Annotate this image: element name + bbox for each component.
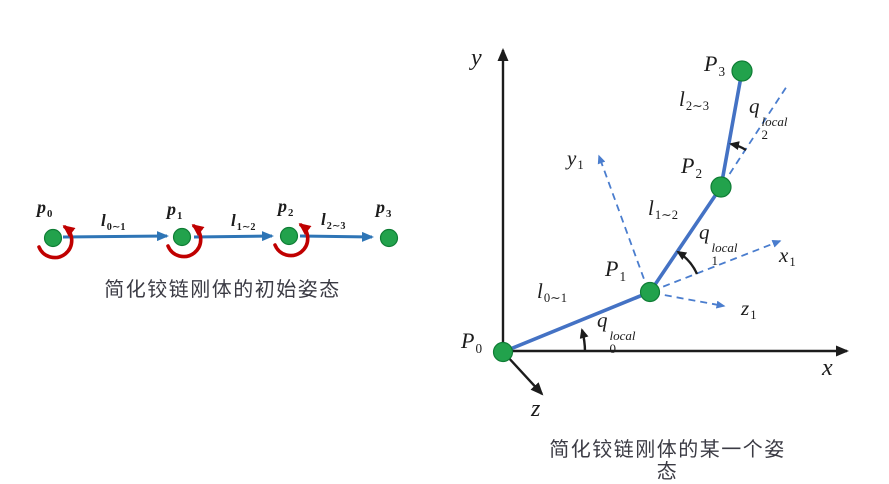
P2-base: P	[681, 153, 695, 178]
p0-sub: 0	[47, 207, 53, 220]
q1-sub: 1	[711, 252, 719, 268]
left-caption: 简化铰链刚体的初始姿态	[104, 279, 341, 301]
rotation-arrow-p0-icon	[37, 225, 76, 260]
z-axis-label: z	[531, 396, 541, 422]
link-label-l12-left: l1∼2	[231, 212, 255, 233]
link-extension-dashed-line	[722, 85, 788, 185]
joint-label-p2: p2	[278, 197, 293, 219]
P2-sub: 2	[695, 165, 703, 181]
joint-P3	[731, 60, 753, 82]
L12-sub: 1∼2	[654, 208, 678, 223]
local-x1-axis	[651, 240, 782, 292]
q0-sub: 0	[609, 340, 617, 356]
joint-P1	[639, 281, 661, 303]
L01-base: l	[537, 279, 543, 303]
local-z1-axis	[652, 292, 726, 309]
link-label-l23-left: l2∼3	[321, 211, 345, 232]
z1-base: z	[741, 296, 750, 320]
joint-label-P0: P0	[461, 330, 482, 355]
joint-p2	[279, 226, 299, 246]
p3-base: p	[376, 197, 385, 217]
P0-sub: 0	[475, 340, 483, 356]
y-axis-label: y	[471, 45, 482, 71]
local-y1-label: y1	[567, 148, 584, 172]
P0-base: P	[461, 328, 475, 353]
joint-label-P1: P1	[605, 258, 626, 283]
l12-base: l	[231, 211, 236, 230]
link-label-l23-right: l2∼3	[679, 89, 709, 113]
posed-chain-diagram	[492, 48, 849, 396]
L23-sub: 2∼3	[685, 99, 709, 114]
p3-sub: 3	[386, 207, 392, 220]
y1-base: y	[567, 146, 577, 170]
angle-arc-q2	[729, 141, 747, 152]
chain-links	[501, 69, 744, 354]
l23-base: l	[321, 210, 326, 229]
x1-base: x	[779, 243, 789, 267]
P1-base: P	[605, 256, 619, 281]
rotation-arrow-p2-icon	[273, 223, 312, 258]
x-axis-label: x	[822, 355, 833, 381]
right-caption: 简化铰链刚体的某一个姿态	[549, 439, 786, 483]
z1-sub: 1	[750, 308, 757, 323]
L23-base: l	[679, 87, 685, 111]
joint-p3	[379, 228, 399, 248]
angle-arc-q0	[579, 328, 589, 353]
joint-P2	[710, 176, 732, 198]
p0-base: p	[37, 197, 46, 217]
p1-sub: 1	[177, 209, 183, 222]
link-label-l12-right: l1∼2	[648, 198, 678, 222]
joint-label-p3: p3	[376, 198, 391, 220]
joint-label-P3: P3	[704, 53, 725, 78]
q2-sub: 2	[761, 126, 769, 142]
q0-sup: local	[609, 327, 636, 343]
y1-sub: 1	[577, 158, 584, 173]
joint-p0	[43, 228, 63, 248]
P3-sub: 3	[718, 63, 726, 79]
L01-sub: 0∼1	[543, 291, 567, 306]
q2-base: q	[749, 94, 760, 118]
q1-sup: local	[711, 239, 738, 255]
p2-base: p	[278, 196, 287, 216]
joint-label-p1: p1	[167, 200, 182, 222]
x1-sub: 1	[789, 255, 796, 270]
l12-sub: 1∼2	[236, 221, 256, 233]
joint-label-p0: p0	[37, 198, 52, 220]
left-link-arrow-1	[193, 231, 274, 242]
left-link-arrow-0	[62, 231, 169, 242]
q1-base: q	[699, 220, 710, 244]
joint-p1	[172, 227, 192, 247]
P1-sub: 1	[619, 268, 627, 284]
joint-label-P2: P2	[681, 155, 702, 180]
q0-base: q	[597, 308, 608, 332]
l23-sub: 2∼3	[326, 220, 346, 232]
link-label-l01-left: l0∼1	[101, 212, 125, 233]
l01-base: l	[101, 211, 106, 230]
joint-P0	[492, 341, 514, 363]
p1-base: p	[167, 199, 176, 219]
initial-pose-diagram	[37, 223, 399, 260]
L12-base: l	[648, 196, 654, 220]
left-link-arrow-2	[299, 231, 374, 242]
p2-sub: 2	[288, 206, 294, 219]
local-z1-label: z1	[741, 298, 756, 322]
P3-base: P	[704, 51, 718, 76]
link-label-l01-right: l0∼1	[537, 281, 567, 305]
l01-sub: 0∼1	[106, 221, 126, 233]
q2-sup: local	[761, 113, 788, 129]
angle-arc-q1	[676, 250, 699, 275]
z-axis	[505, 354, 544, 396]
local-x1-label: x1	[779, 245, 796, 269]
rotation-arrow-p1-icon	[166, 224, 205, 259]
